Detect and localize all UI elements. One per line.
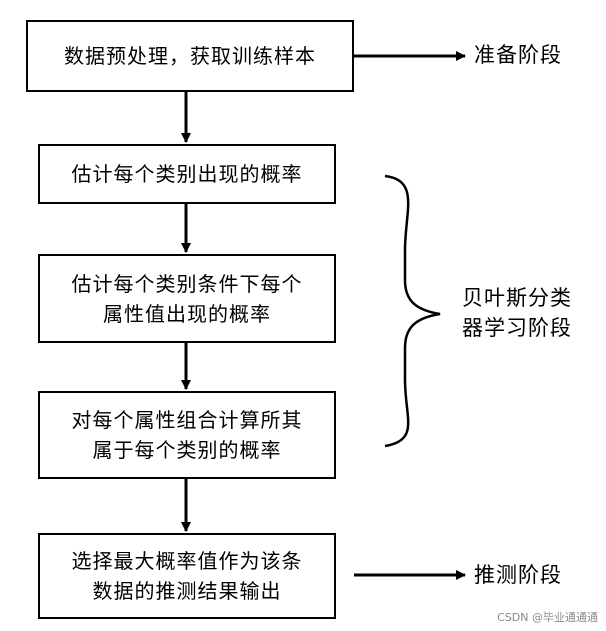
step-text-line-1: 选择最大概率值作为该条: [71, 549, 303, 573]
step-box-select-max: 选择最大概率值作为该条 数据的推测结果输出: [38, 533, 336, 619]
step-text-line-1: 对每个属性组合计算所其: [71, 408, 303, 432]
step-box-preprocess: 数据预处理，获取训练样本: [26, 20, 354, 92]
step-box-conditional-probability: 估计每个类别条件下每个 属性值出现的概率: [38, 254, 336, 343]
step-text-line-2: 属性值出现的概率: [103, 301, 271, 326]
stage-label-prepare: 准备阶段: [474, 43, 562, 67]
classifier-stage-brace: [384, 174, 441, 448]
stage-label-classifier-line-2: 器学习阶段: [462, 316, 572, 340]
step-text: 估计每个类别出现的概率: [71, 162, 303, 186]
step-text-line-1: 估计每个类别条件下每个: [71, 271, 303, 296]
watermark-text: CSDN @毕业通通通: [497, 611, 598, 624]
step-text-line-2: 属于每个类别的概率: [92, 438, 282, 462]
step-text-line-2: 数据的推测结果输出: [92, 579, 282, 603]
step-box-class-probability: 估计每个类别出现的概率: [38, 144, 336, 204]
stage-label-infer: 推测阶段: [474, 563, 562, 587]
step-text: 数据预处理，获取训练样本: [64, 44, 316, 68]
stage-label-classifier-line-1: 贝叶斯分类: [462, 286, 572, 310]
step-box-combination-probability: 对每个属性组合计算所其 属于每个类别的概率: [38, 391, 336, 479]
stage-label-classifier: 贝叶斯分类 器学习阶段: [462, 283, 572, 343]
